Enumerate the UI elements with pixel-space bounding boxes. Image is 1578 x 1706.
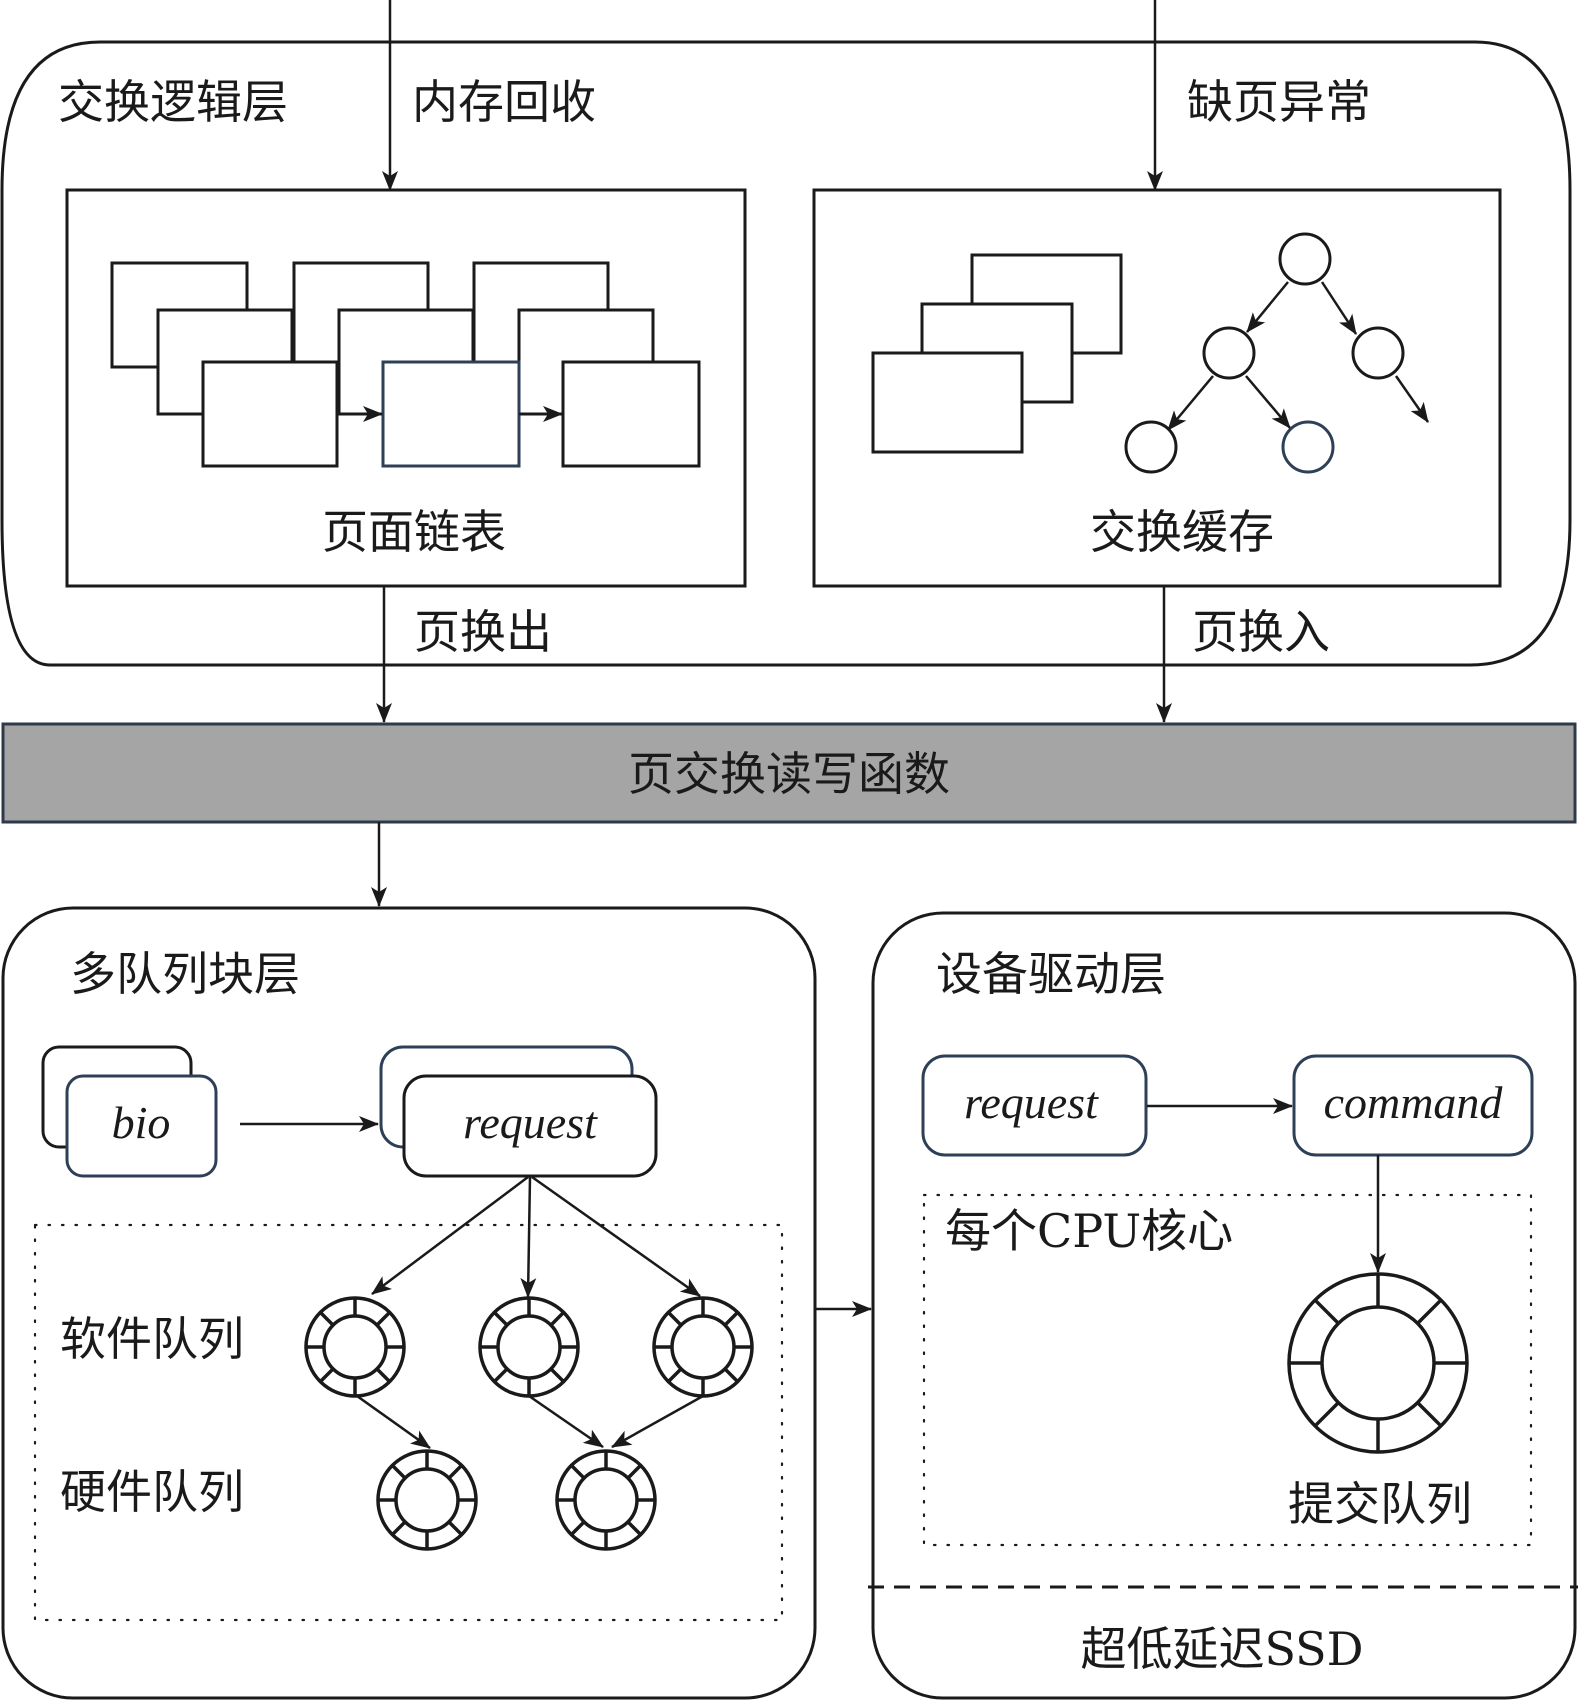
tree-node (1202, 326, 1256, 380)
ring-slot-divider (375, 1367, 391, 1383)
submit-queue-label: 提交队列 (1288, 1477, 1472, 1531)
request-card (402, 1074, 658, 1178)
hardware-queue-label: 硬件队列 (60, 1465, 244, 1519)
swap-cache-panel: 交换缓存 (812, 188, 1502, 588)
multiqueue-layer-border (1, 906, 817, 1700)
ring-inner (496, 1314, 562, 1380)
sw-to-hw-queue-arrow (611, 1394, 704, 1449)
per-cpu-label: 每个CPU核心 (945, 1204, 1233, 1258)
driver-layer-title: 设备驱动层 (936, 947, 1166, 1001)
driver-request-label: request (964, 1077, 1099, 1128)
swap-cache-box (812, 188, 1502, 588)
tree-edge-arrow (1246, 281, 1289, 333)
ring-slot-divider (391, 1464, 407, 1480)
software-queue-label: 软件队列 (60, 1312, 244, 1366)
tree-edge-arrow (1245, 375, 1291, 429)
ring-inner (670, 1314, 736, 1380)
device-driver-layer: 设备驱动层 request command 每个CPU核心 提交队列 超低延迟S… (868, 911, 1578, 1700)
ring-slot-divider (667, 1311, 683, 1327)
page-list-panel: 页面链表 (65, 188, 747, 588)
ring-slot-divider (1313, 1298, 1340, 1325)
submit-queue-ring (1287, 1272, 1469, 1454)
page-fault-label: 缺页异常 (1187, 75, 1371, 129)
driver-layer-border (871, 911, 1577, 1700)
page-node (201, 360, 339, 468)
tree-edge-arrow (1394, 375, 1430, 423)
ring-slot-divider (375, 1311, 391, 1327)
per-cpu-region (922, 1193, 1533, 1547)
multiqueue-block-layer: 多队列块层 bio request 软件队列 硬件队列 (1, 906, 817, 1700)
software-queue-ring (304, 1296, 406, 1398)
queue-region (33, 1223, 784, 1622)
request-to-sw-queue-arrow (531, 1175, 701, 1298)
ring-slot-divider (1416, 1401, 1443, 1428)
swap-logic-layer-title: 交换逻辑层 (58, 75, 288, 129)
ring-slot-divider (626, 1520, 642, 1536)
swap-cache-label: 交换缓存 (1090, 505, 1274, 559)
ring-slot-divider (391, 1520, 407, 1536)
swap-logic-layer-border (0, 40, 1572, 667)
tree-node (1124, 420, 1178, 474)
software-queue-ring (652, 1296, 754, 1398)
page-node-highlighted (381, 360, 521, 468)
ring-slot-divider (493, 1367, 509, 1383)
ring-inner (1320, 1305, 1436, 1421)
software-queue-ring (478, 1296, 580, 1398)
rw-bar-box (1, 722, 1577, 824)
sw-to-hw-queue-arrow (528, 1394, 604, 1449)
tree-node-root (1278, 232, 1332, 286)
ring-slot-divider (723, 1311, 739, 1327)
tree-node-highlighted (1281, 420, 1335, 474)
page-list-label: 页面链表 (322, 505, 506, 559)
bio-label: bio (112, 1097, 171, 1148)
ring-slot-divider (723, 1367, 739, 1383)
multiqueue-layer-title: 多队列块层 (70, 947, 300, 1001)
ring-inner (322, 1314, 388, 1380)
rw-bar-label: 页交换读写函数 (628, 747, 950, 801)
tree-node (1351, 326, 1405, 380)
ring-slot-divider (570, 1520, 586, 1536)
bio-card (65, 1074, 218, 1178)
ring-slot-divider (549, 1367, 565, 1383)
request-label: request (463, 1097, 598, 1148)
ring-inner (394, 1467, 460, 1533)
swap-logic-layer: 交换逻辑层 内存回收 缺页异常 页面链表 (0, 0, 1572, 723)
tree-edge-arrow (1320, 281, 1358, 335)
ring-slot-divider (570, 1464, 586, 1480)
swap-rw-function-bar: 页交换读写函数 (1, 722, 1577, 824)
ring-slot-divider (319, 1311, 335, 1327)
ring-slot-divider (447, 1520, 463, 1536)
ring-slot-divider (667, 1367, 683, 1383)
cache-page (871, 351, 1024, 454)
ring-inner (573, 1467, 639, 1533)
request-to-sw-queue-arrow (371, 1176, 529, 1295)
command-card (1292, 1054, 1534, 1157)
request-to-sw-queue-arrow (520, 1176, 537, 1298)
hardware-queue-ring (555, 1449, 657, 1551)
hardware-queue-ring (376, 1449, 478, 1551)
ring-slot-divider (626, 1464, 642, 1480)
memory-reclaim-label: 内存回收 (412, 75, 596, 129)
page-in-label: 页换入 (1192, 605, 1330, 659)
tree-edge-arrow (1167, 375, 1214, 431)
ring-slot-divider (493, 1311, 509, 1327)
page-out-label: 页换出 (414, 605, 552, 659)
page-node (561, 360, 701, 468)
sw-to-hw-queue-arrow (356, 1394, 431, 1450)
ssd-label: 超低延迟SSD (1080, 1622, 1363, 1676)
driver-request-card (921, 1054, 1148, 1157)
ring-slot-divider (447, 1464, 463, 1480)
ring-slot-divider (319, 1367, 335, 1383)
command-label: command (1324, 1077, 1504, 1128)
ring-slot-divider (1416, 1298, 1443, 1325)
ring-slot-divider (1313, 1401, 1340, 1428)
ring-slot-divider (549, 1311, 565, 1327)
